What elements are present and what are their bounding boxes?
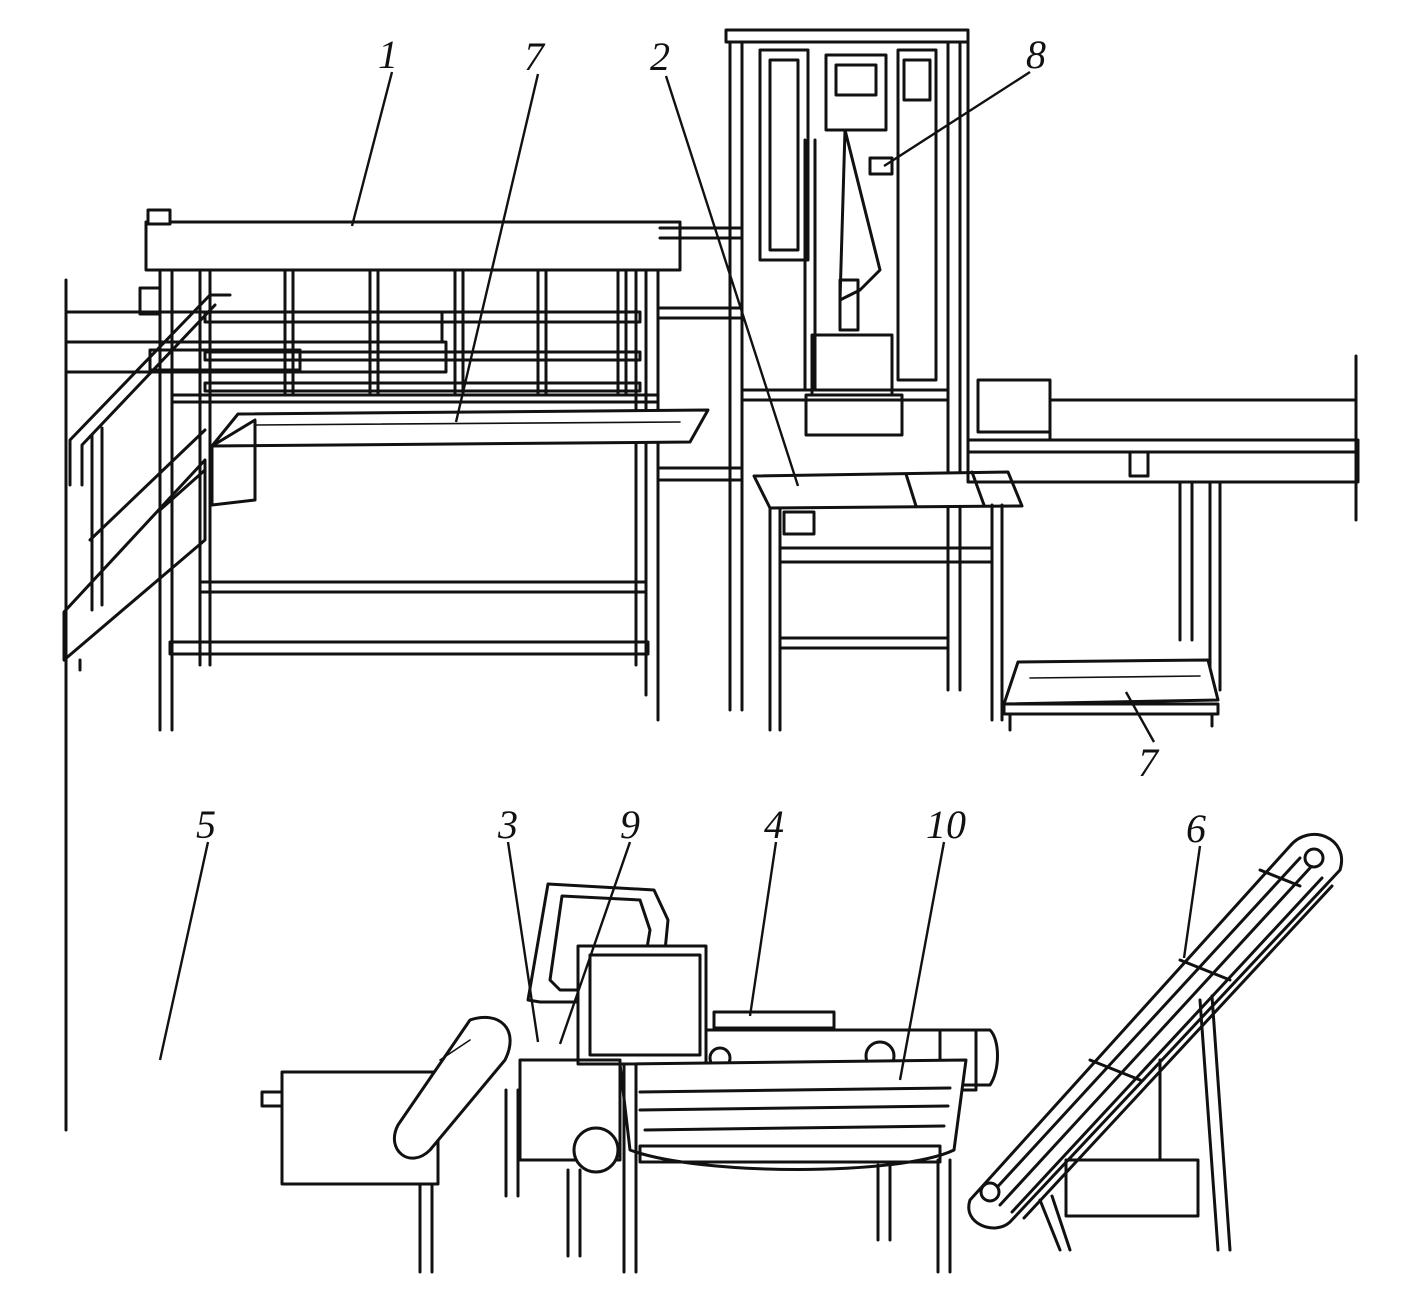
callout-label: 9 <box>620 802 640 847</box>
callout-label: 10 <box>926 802 966 847</box>
callout-label: 4 <box>764 802 784 847</box>
elevated-platform <box>62 208 742 732</box>
washing-machine-unit <box>392 882 999 1274</box>
inclined-elevator <box>967 833 1344 1252</box>
callout-5: 5 <box>158 802 216 1061</box>
callout-label: 3 <box>497 802 518 847</box>
callout-7-bottom: 7 <box>1124 691 1160 785</box>
callout-label: 7 <box>524 34 546 79</box>
callout-4: 4 <box>748 802 784 1017</box>
callout-8: 8 <box>883 32 1046 168</box>
callout-9: 9 <box>558 802 640 1045</box>
lower-left-conveyor <box>64 278 448 1274</box>
callout-label: 6 <box>1186 806 1206 851</box>
callout-label: 1 <box>378 32 398 77</box>
callout-10: 10 <box>898 802 966 1081</box>
callout-label: 7 <box>1138 740 1160 785</box>
callout-3: 3 <box>497 802 540 1043</box>
callout-2: 2 <box>650 34 800 487</box>
callout-label: 5 <box>196 802 216 847</box>
upper-right-conveyor <box>966 354 1360 732</box>
callout-7-top: 7 <box>454 34 546 423</box>
callout-6: 6 <box>1182 806 1206 959</box>
callout-1: 1 <box>350 32 398 227</box>
callout-label: 2 <box>650 34 670 79</box>
callout-label: 8 <box>1026 32 1046 77</box>
